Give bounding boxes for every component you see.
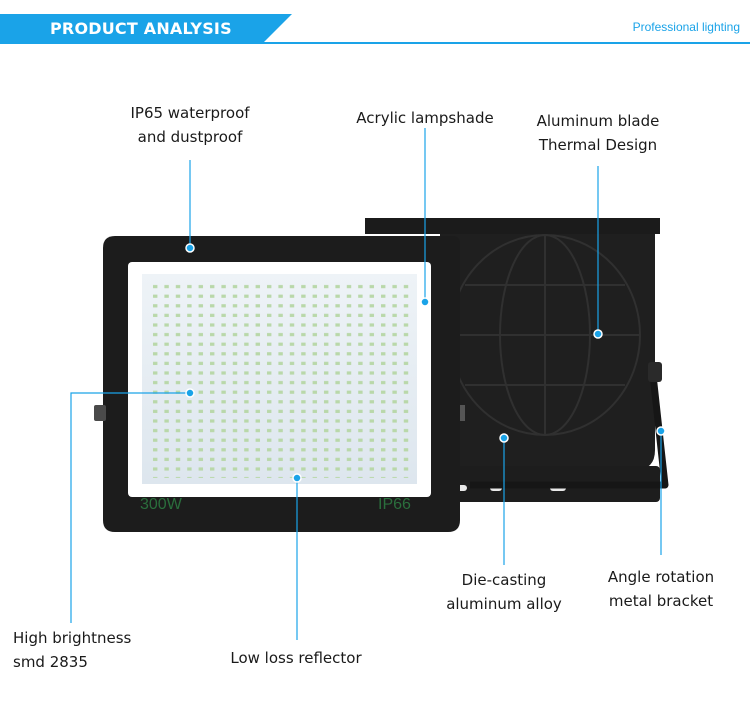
rating-marking: IP66 <box>378 496 411 513</box>
callout-ip65-line2: and dustproof <box>137 128 243 146</box>
callout-ip65: IP65 waterproof and dustproof <box>110 101 270 149</box>
bracket-hinge <box>648 362 662 382</box>
callout-bracket: Angle rotation metal bracket <box>581 565 741 613</box>
callout-brightness-line1: High brightness <box>13 629 132 647</box>
header-divider <box>0 42 750 44</box>
callout-aluminum-line1: Aluminum blade <box>536 112 660 130</box>
callout-diecasting-line2: aluminum alloy <box>446 595 562 613</box>
dot-ip65 <box>185 243 195 253</box>
dot-diecasting <box>499 433 509 443</box>
callout-bracket-line1: Angle rotation <box>607 568 715 586</box>
dot-aluminum <box>593 329 603 339</box>
metal-bracket <box>470 374 669 489</box>
page-title: PRODUCT ANALYSIS <box>50 19 232 38</box>
dot-brightness <box>185 388 195 398</box>
dot-reflector <box>292 473 302 483</box>
dot-bracket <box>656 426 666 436</box>
callout-diecasting-line1: Die-casting <box>461 571 547 589</box>
callout-brightness-line2: smd 2835 <box>13 653 88 671</box>
header-bar: PRODUCT ANALYSIS Professional lighting <box>0 0 750 44</box>
dot-acrylic <box>420 297 430 307</box>
callout-reflector-line1: Low loss reflector <box>230 649 362 667</box>
callout-aluminum-line2: Thermal Design <box>538 136 658 154</box>
front-housing <box>94 236 460 532</box>
header-tagline: Professional lighting <box>632 20 740 34</box>
callout-diecasting: Die-casting aluminum alloy <box>424 568 584 616</box>
callout-reflector: Low loss reflector <box>216 646 376 670</box>
callout-acrylic: Acrylic lampshade <box>345 106 505 130</box>
callout-bracket-line2: metal bracket <box>608 592 714 610</box>
header-title-banner <box>0 14 292 44</box>
callout-aluminum: Aluminum blade Thermal Design <box>518 109 678 157</box>
callout-acrylic-line1: Acrylic lampshade <box>356 109 494 127</box>
wattage-marking: 300W <box>140 496 182 513</box>
callout-brightness: High brightness smd 2835 <box>13 626 173 674</box>
callout-ip65-line1: IP65 waterproof <box>130 104 250 122</box>
